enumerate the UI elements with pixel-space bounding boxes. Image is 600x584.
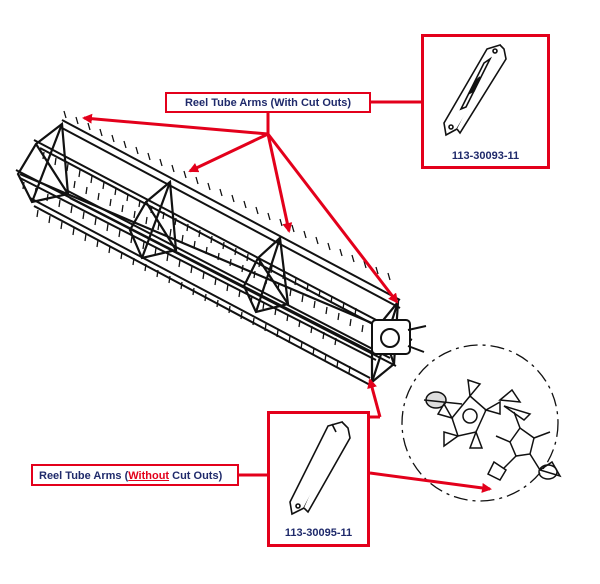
- reel-hub: [371, 319, 427, 355]
- label-without-prefix: Reel Tube Arms (: [39, 470, 129, 482]
- part-box-with-cut-outs: 113-30093-11: [421, 34, 550, 169]
- callout-arrows: [82, 100, 492, 493]
- label-with-cut-outs-text: Reel Tube Arms (With Cut Outs): [184, 97, 352, 109]
- label-without-cut-outs: Reel Tube Arms (Without Cut Outs): [31, 464, 239, 486]
- arm-with-cut-outs-icon: [443, 43, 507, 137]
- arm-without-cut-outs-icon: [289, 420, 351, 516]
- reel-tines: [22, 110, 391, 374]
- label-without-emphasis: Without: [128, 470, 170, 482]
- part-number-without-cut-outs: 113-30095-11: [284, 527, 353, 539]
- reel-bats: [15, 119, 401, 387]
- part-box-without-cut-outs: 113-30095-11: [267, 411, 370, 547]
- exploded-detail: [401, 344, 562, 502]
- label-without-suffix: Cut Outs): [169, 470, 223, 482]
- label-with-cut-outs: Reel Tube Arms (With Cut Outs): [165, 92, 371, 113]
- part-number-with-cut-outs: 113-30093-11: [451, 150, 520, 162]
